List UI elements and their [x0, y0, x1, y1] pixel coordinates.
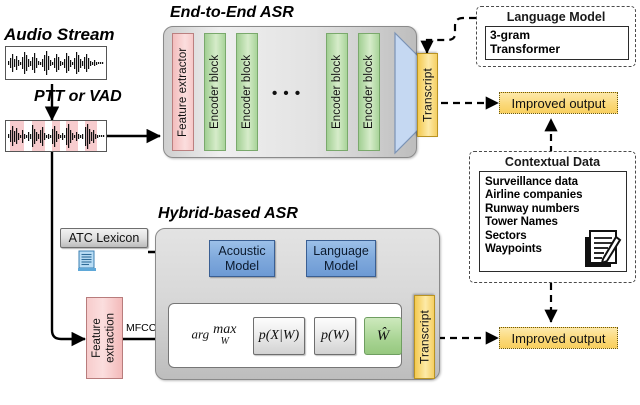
contextual-data-item-5: Waypoints [485, 243, 542, 256]
language-model-panel: Language Model 3-gram Transformer [476, 6, 636, 67]
argmax-formula: arg max W [178, 323, 250, 347]
audio-stream-label: Audio Stream [4, 25, 115, 44]
feature-extraction-line-1: Feature [90, 318, 103, 358]
e2e-encoder-block-3[interactable]: Encoder block [326, 33, 348, 151]
acoustic-model-line-1: Acoustic [218, 244, 266, 259]
p-w-box[interactable]: p(W) [314, 317, 356, 355]
e2e-encoder-ellipsis: • • • [272, 85, 302, 102]
e2e-asr-title: End-to-End ASR [170, 4, 294, 21]
audio-stream-waveform [5, 46, 107, 80]
hybrid-acoustic-model[interactable]: Acoustic Model [209, 240, 275, 277]
language-model-item-0: 3-gram [490, 28, 531, 42]
contextual-data-item-2: Runway numbers [485, 202, 580, 215]
hybrid-transcript[interactable]: Transcript [414, 295, 435, 379]
e2e-transcript[interactable]: Transcript [417, 53, 438, 137]
language-model-list-box: 3-gram Transformer [485, 26, 629, 60]
segmented-waveform [5, 120, 107, 152]
contextual-data-item-0: Surveillance data [485, 176, 578, 188]
contextual-data-list-box: Surveillance data Airline companies Runw… [479, 171, 627, 272]
hybrid-language-model[interactable]: Language Model [306, 240, 376, 277]
e2e-encoder-block-1[interactable]: Encoder block [204, 33, 226, 151]
language-model-header: Language Model [506, 10, 606, 24]
contextual-data-item-3: Tower Names [485, 216, 558, 229]
contextual-data-header: Contextual Data [504, 155, 601, 169]
hybrid-asr-title: Hybrid-based ASR [158, 205, 298, 222]
waveform-1-icon [8, 51, 104, 75]
e2e-encoder-block-4[interactable]: Encoder block [358, 33, 380, 151]
improved-output-bottom[interactable]: Improved output [499, 327, 618, 349]
language-model-item-1: Transformer [490, 42, 561, 57]
hybrid-language-model-line-2: Model [323, 258, 359, 273]
argmax-arg: arg [191, 326, 210, 342]
argmax-subscript: W [220, 336, 229, 347]
feature-extraction-box[interactable]: Feature extraction [86, 297, 123, 379]
document-pen-icon [585, 230, 622, 267]
mfcc-label: MFCC [126, 322, 157, 334]
acoustic-model-line-2: Model [224, 258, 260, 273]
ptt-or-vad-label: PTT or VAD [34, 88, 122, 105]
p-x-given-w-box[interactable]: p(X|W) [253, 317, 305, 355]
waveform-2-icon [8, 121, 105, 151]
improved-output-top[interactable]: Improved output [499, 92, 618, 114]
argmax-max: max [213, 322, 237, 337]
hybrid-language-model-line-1: Language [313, 244, 369, 259]
lexicon-document-icon [78, 250, 96, 271]
w-hat-box[interactable]: Ŵ [364, 317, 402, 355]
e2e-feature-extractor[interactable]: Feature extractor [172, 33, 194, 151]
contextual-data-item-4: Sectors [485, 229, 527, 242]
e2e-encoder-block-2[interactable]: Encoder block [236, 33, 258, 151]
feature-extraction-line-2: extraction [104, 313, 117, 363]
contextual-data-panel: Contextual Data Surveillance data Airlin… [469, 151, 636, 283]
contextual-data-item-1: Airline companies [485, 189, 583, 202]
atc-lexicon-box[interactable]: ATC Lexicon [60, 228, 148, 248]
